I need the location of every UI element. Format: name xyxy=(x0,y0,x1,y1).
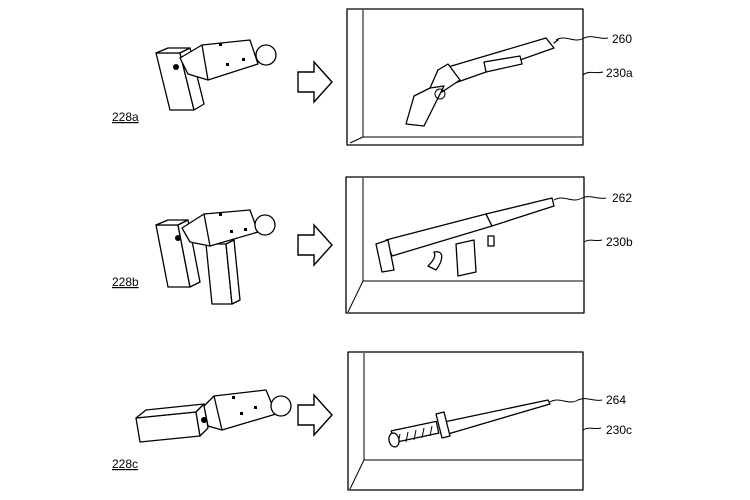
display-230a xyxy=(346,8,609,146)
object-label: 264 xyxy=(606,393,626,407)
row-a: 228a 260 230a xyxy=(112,8,633,146)
controller-228a xyxy=(155,39,277,111)
object-label: 260 xyxy=(612,32,632,46)
knife-object xyxy=(388,399,551,448)
controller-228c xyxy=(135,389,292,443)
display-230c xyxy=(347,351,603,491)
display-230b xyxy=(345,176,607,314)
arrow xyxy=(297,393,333,437)
display-label: 230b xyxy=(606,235,633,249)
rifle-object xyxy=(375,197,555,277)
row-c: 228c 264 230c xyxy=(112,351,632,491)
object-label: 262 xyxy=(612,191,632,205)
controller-label: 228c xyxy=(112,457,138,471)
display-label: 230a xyxy=(606,66,633,80)
arrow xyxy=(297,60,333,104)
controller-label: 228a xyxy=(112,110,139,124)
arrow xyxy=(297,223,333,267)
controller-228b xyxy=(155,209,276,305)
row-b: 228b 262 230b xyxy=(112,176,633,314)
shotgun-object xyxy=(405,37,559,127)
controller-label: 228b xyxy=(112,275,139,289)
display-label: 230c xyxy=(606,423,632,437)
